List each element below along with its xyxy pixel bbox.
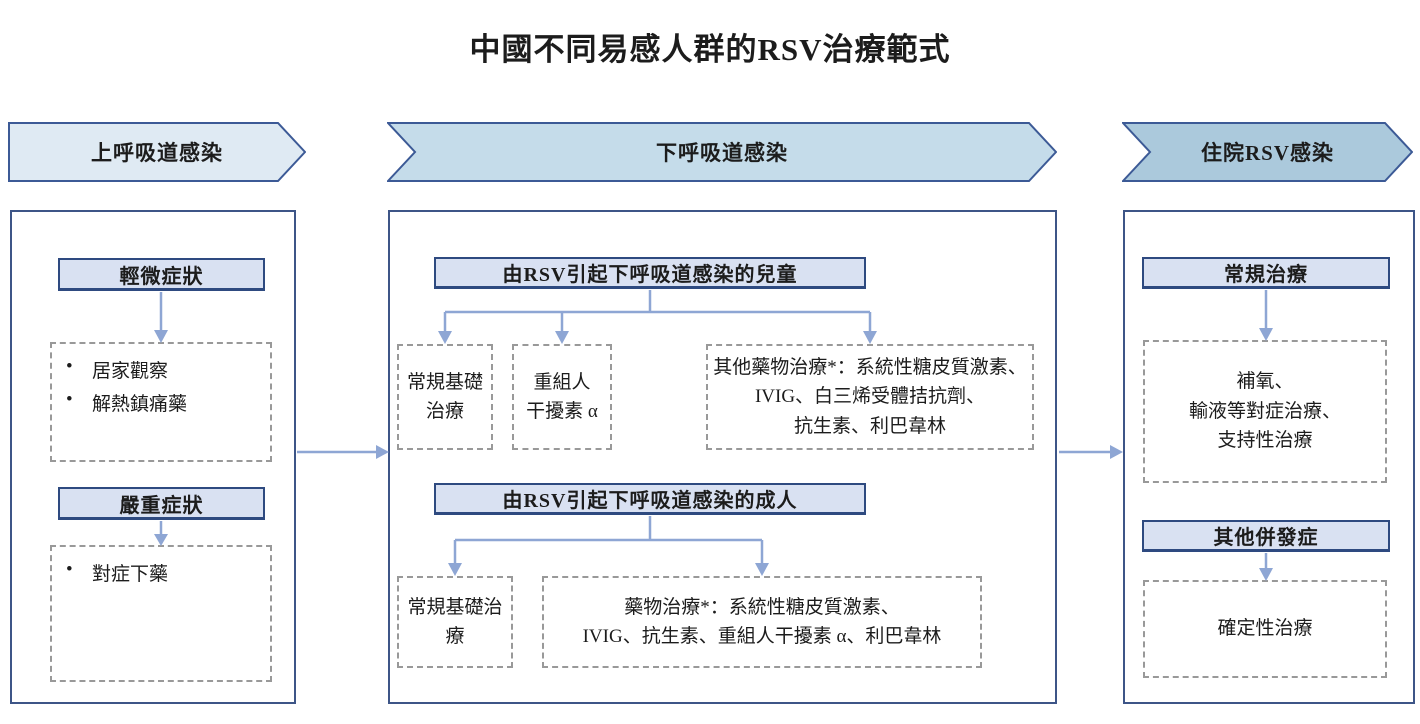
list-item-text: 解熱鎮痛藥 bbox=[92, 394, 188, 415]
severe-treatment-box: • 對症下藥 bbox=[50, 545, 272, 682]
bullet-icon: • bbox=[66, 559, 73, 580]
children-lrti-header: 由RSV引起下呼吸道感染的兒童 bbox=[434, 257, 866, 289]
severe-symptoms-header: 嚴重症狀 bbox=[58, 487, 265, 520]
list-item: • 對症下藥 bbox=[66, 559, 262, 586]
box-text: 支持性治療 bbox=[1217, 430, 1313, 452]
box-text: 干擾素 α bbox=[526, 401, 598, 422]
children-interferon-box: 重組人 干擾素 α bbox=[512, 344, 612, 450]
box-text: 治療 bbox=[425, 401, 464, 422]
page-title: 中國不同易感人群的RSV治療範式 bbox=[469, 32, 951, 67]
box-text: IVIG、抗生素、重組人干擾素 α、利巴韋林 bbox=[582, 626, 942, 647]
adults-lrti-header: 由RSV引起下呼吸道感染的成人 bbox=[434, 483, 866, 515]
chevron-shape-icon bbox=[1122, 122, 1413, 182]
children-basic-treatment-box: 常規基礎 治療 bbox=[397, 344, 493, 450]
list-item: • 解熱鎮痛藥 bbox=[66, 389, 262, 416]
box-text: 藥物治療*：系統性糖皮質激素、 bbox=[624, 596, 900, 618]
bullet-icon: • bbox=[66, 356, 73, 377]
adults-drug-treatment-box: 藥物治療*：系統性糖皮質激素、 IVIG、抗生素、重組人干擾素 α、利巴韋林 bbox=[542, 576, 982, 668]
definitive-treatment-box: 確定性治療 bbox=[1143, 580, 1387, 678]
box-text: 確定性治療 bbox=[1217, 618, 1313, 640]
mild-symptoms-header: 輕微症狀 bbox=[58, 258, 265, 291]
box-text: 常規基礎 bbox=[406, 371, 483, 393]
box-text: 重組人 bbox=[533, 371, 591, 393]
routine-treatment-box: 補氧、 輸液等對症治療、 支持性治療 bbox=[1143, 340, 1387, 483]
list-item-text: 對症下藥 bbox=[92, 564, 169, 585]
mild-treatment-box: • 居家觀察 • 解熱鎮痛藥 bbox=[50, 342, 272, 462]
list-item-text: 居家觀察 bbox=[92, 361, 169, 382]
children-other-drugs-box: 其他藥物治療*：系統性糖皮質激素、 IVIG、白三烯受體拮抗劑、 抗生素、利巴韋… bbox=[706, 344, 1034, 450]
banner-label: 住院RSV感染 bbox=[1200, 141, 1334, 165]
banner-lower-respiratory: 下呼吸道感染 bbox=[387, 122, 1057, 182]
adults-basic-treatment-box: 常規基礎治療 bbox=[397, 576, 513, 668]
routine-treatment-header: 常規治療 bbox=[1142, 257, 1390, 289]
banner-hospitalized-rsv: 住院RSV感染 bbox=[1122, 122, 1413, 182]
box-text: 其他藥物治療*：系統性糖皮質激素、 bbox=[713, 356, 1027, 378]
banner-upper-respiratory: 上呼吸道感染 bbox=[8, 122, 306, 182]
chevron-shape-icon bbox=[387, 122, 1057, 182]
box-text: 輸液等對症治療、 bbox=[1188, 400, 1341, 422]
box-text: 抗生素、利巴韋林 bbox=[793, 415, 946, 437]
chevron-shape-icon bbox=[8, 122, 306, 182]
other-complications-header: 其他併發症 bbox=[1142, 520, 1390, 552]
banner-label: 下呼吸道感染 bbox=[656, 141, 788, 165]
box-text: 常規基礎治療 bbox=[407, 596, 503, 647]
box-text: IVIG、白三烯受體拮抗劑、 bbox=[754, 386, 986, 408]
list-item: • 居家觀察 bbox=[66, 356, 262, 383]
box-text: 補氧、 bbox=[1236, 371, 1294, 393]
banner-label: 上呼吸道感染 bbox=[91, 141, 223, 165]
bullet-icon: • bbox=[66, 389, 73, 410]
